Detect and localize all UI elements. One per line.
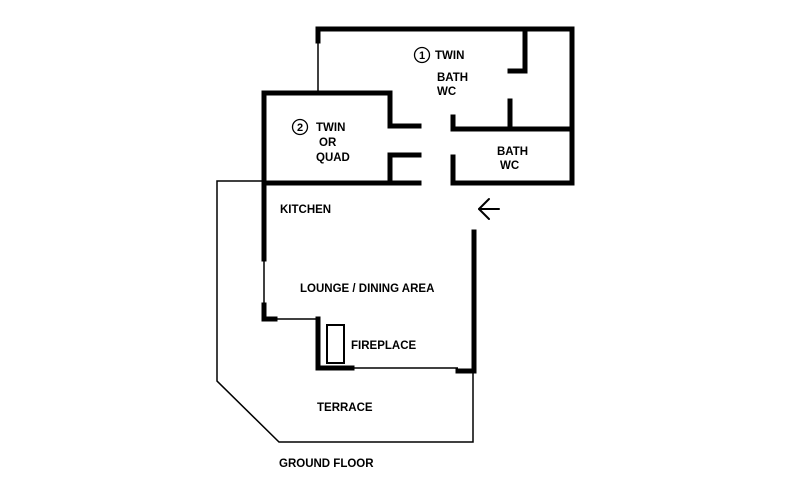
room-2-line3: QUAD bbox=[316, 152, 350, 164]
room-number-circle-2 bbox=[291, 118, 309, 136]
kitchen-label: KITCHEN bbox=[280, 204, 331, 216]
room-2-number: 2 bbox=[297, 122, 303, 134]
terrace-label: TERRACE bbox=[317, 402, 373, 414]
room-1-wc: WC bbox=[437, 86, 456, 98]
floor-title: GROUND FLOOR bbox=[279, 458, 374, 470]
fireplace-label: FIREPLACE bbox=[351, 340, 417, 352]
walls bbox=[261, 26, 575, 374]
left-arrow-icon bbox=[478, 198, 500, 220]
room-1-type: TWIN bbox=[435, 50, 464, 62]
room-1-bath: BATH bbox=[437, 72, 468, 84]
fireplace-hearth bbox=[326, 324, 345, 364]
terrace-outline bbox=[216, 180, 474, 443]
room-2-type: TWIN bbox=[316, 122, 345, 134]
room-1-number: 1 bbox=[419, 50, 425, 62]
room-number-circle-1 bbox=[413, 46, 431, 64]
thin-walls bbox=[263, 41, 458, 369]
room-2-line2: OR bbox=[319, 137, 337, 149]
bath-label: BATH bbox=[497, 146, 528, 158]
bath-wc-label: WC bbox=[500, 160, 519, 172]
lounge-label: LOUNGE / DINING AREA bbox=[300, 283, 434, 295]
